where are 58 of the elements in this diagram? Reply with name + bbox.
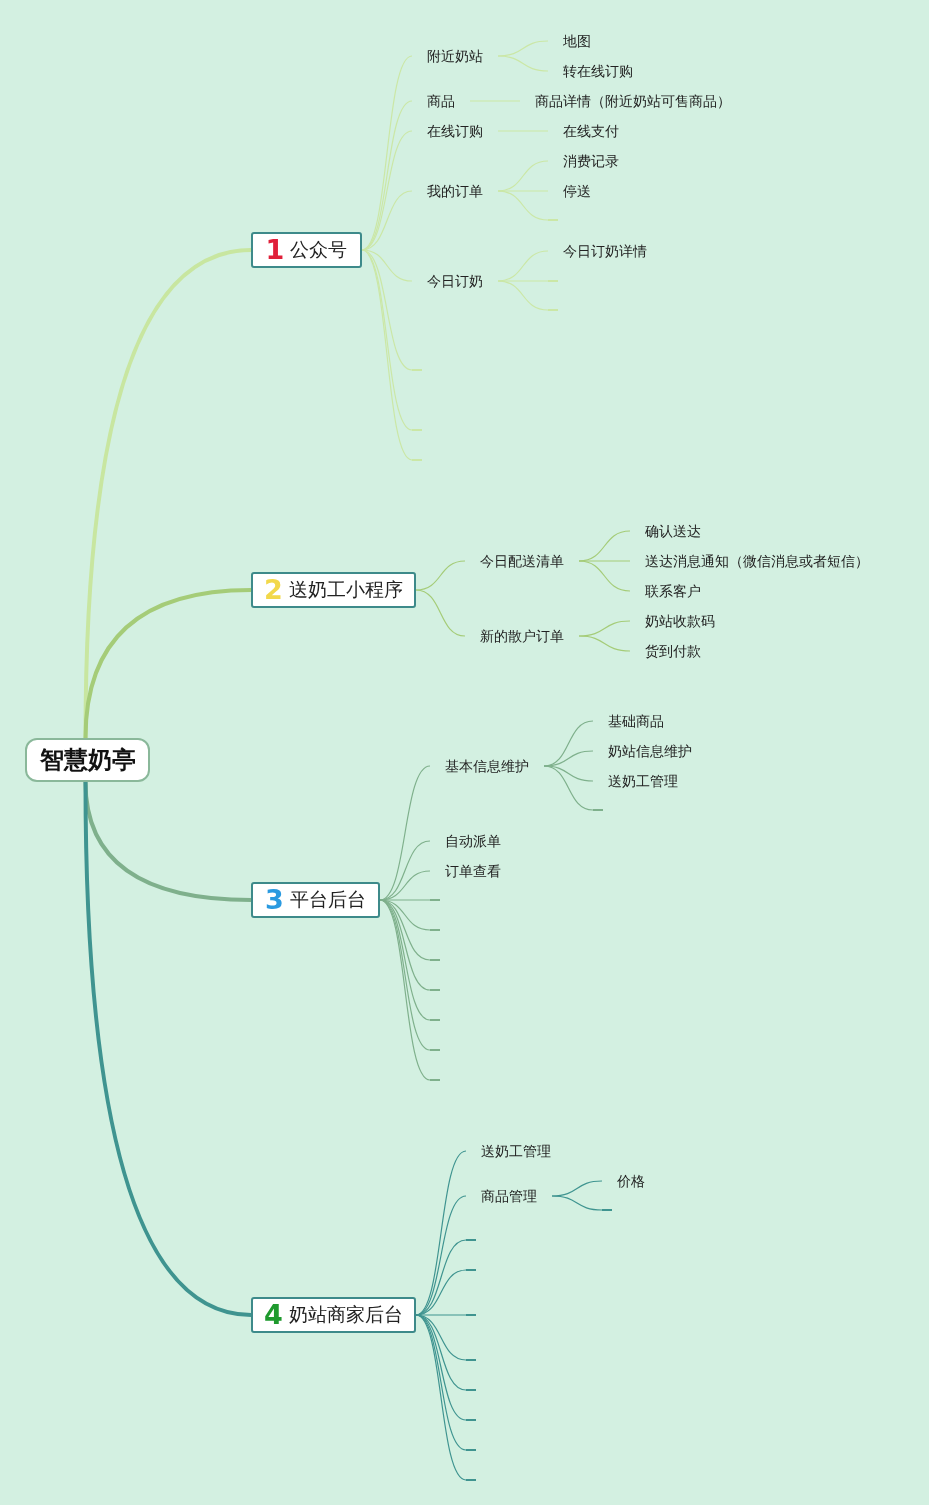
- topic-label: 公众号: [290, 237, 348, 262]
- branch-line: [578, 560, 631, 562]
- topic-number: 2: [264, 575, 283, 605]
- subtopic-label: 今日订奶详情: [548, 241, 662, 261]
- branch-line: [578, 635, 631, 652]
- topic-box: [251, 572, 416, 608]
- subtopic-label: 基本信息维护: [430, 756, 544, 776]
- subtopic-label: 今日订奶: [412, 271, 498, 291]
- branch-line: [578, 560, 631, 592]
- subtopic-label: 我的订单: [412, 181, 498, 201]
- subtopic-label: 商品详情（附近奶站可售商品）: [520, 91, 746, 111]
- topic-number: 1: [265, 235, 285, 265]
- subtopic-label: 在线订购: [412, 121, 498, 141]
- subtopic-label: 货到付款: [630, 641, 716, 661]
- topic-number: 4: [264, 1300, 283, 1330]
- topic-label: 送奶工小程序: [288, 577, 403, 602]
- branch-line: [415, 1314, 467, 1481]
- branch-line: [543, 765, 594, 782]
- subtopic-label: 联系客户: [630, 581, 716, 601]
- branch-line: [497, 55, 549, 72]
- subtopic-label: 价格: [602, 1171, 660, 1191]
- topic-number: 3: [265, 885, 284, 915]
- branch-line: [415, 589, 466, 637]
- subtopic-label: 今日配送清单: [465, 551, 579, 571]
- topic-label: 奶站商家后台: [288, 1302, 403, 1327]
- subtopic-label: 送达消息通知（微信消息或者短信）: [630, 551, 884, 571]
- branch-line: [415, 560, 466, 591]
- topic-box: [251, 882, 380, 918]
- topic-box: [251, 1297, 416, 1333]
- subtopic-label: 转在线订购: [548, 61, 648, 81]
- subtopic-label: 送奶工管理: [593, 771, 693, 791]
- subtopic-label: 消费记录: [548, 151, 634, 171]
- subtopic-label: 商品管理: [466, 1186, 552, 1206]
- branch-line: [497, 190, 549, 221]
- subtopic-label: 自动派单: [430, 831, 516, 851]
- branch-line: [83, 248, 252, 739]
- subtopic-label: 奶站收款码: [630, 611, 730, 631]
- topic-box: [251, 232, 362, 268]
- root-topic-box: 智慧奶亭: [25, 738, 150, 782]
- branch-line: [83, 781, 252, 1317]
- branch-line: [497, 280, 549, 282]
- subtopic-label: 附近奶站: [412, 46, 498, 66]
- subtopic-label: 新的散户订单: [465, 626, 579, 646]
- subtopic-label: 奶站信息维护: [593, 741, 707, 761]
- subtopic-label: 停送: [548, 181, 606, 201]
- subtopic-label: 地图: [548, 31, 606, 51]
- subtopic-label: 商品: [412, 91, 470, 111]
- subtopic-label: 送奶工管理: [466, 1141, 566, 1161]
- branch-line: [543, 765, 594, 811]
- subtopic-label: 订单查看: [430, 861, 516, 881]
- branch-line: [83, 588, 252, 739]
- subtopic-label: 确认送达: [630, 521, 716, 541]
- branch-line: [551, 1195, 603, 1211]
- branch-line: [379, 899, 431, 1081]
- subtopic-label: 在线支付: [548, 121, 634, 141]
- subtopic-label: 基础商品: [593, 711, 679, 731]
- branch-line: [497, 280, 549, 311]
- topic-label: 平台后台: [289, 887, 366, 912]
